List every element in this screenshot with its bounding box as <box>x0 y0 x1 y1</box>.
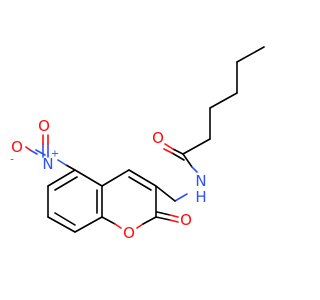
nitro-nitrogen-label: N <box>42 155 53 173</box>
coumarin-core <box>47 169 179 233</box>
nitro-nitrogen-charge: + <box>51 149 59 160</box>
nitro-left-oxygen-charge: - <box>10 155 14 166</box>
amide-hydrogen-label: H <box>195 188 206 206</box>
nitro-top-oxygen-label: O <box>38 117 50 135</box>
heptanoyl-chain <box>182 46 265 155</box>
nitro-left-oxygen-label: O <box>11 138 23 156</box>
structure-diagram: O N H N + O O - O O <box>10 46 265 242</box>
amide-nitrogen-label: N <box>195 172 206 190</box>
nitro-group <box>25 134 76 171</box>
ring-oxygen-label: O <box>123 224 135 242</box>
carbonyl-oxygen-label: O <box>180 211 192 229</box>
amide-group <box>155 143 198 202</box>
amide-oxygen-label: O <box>152 129 164 147</box>
